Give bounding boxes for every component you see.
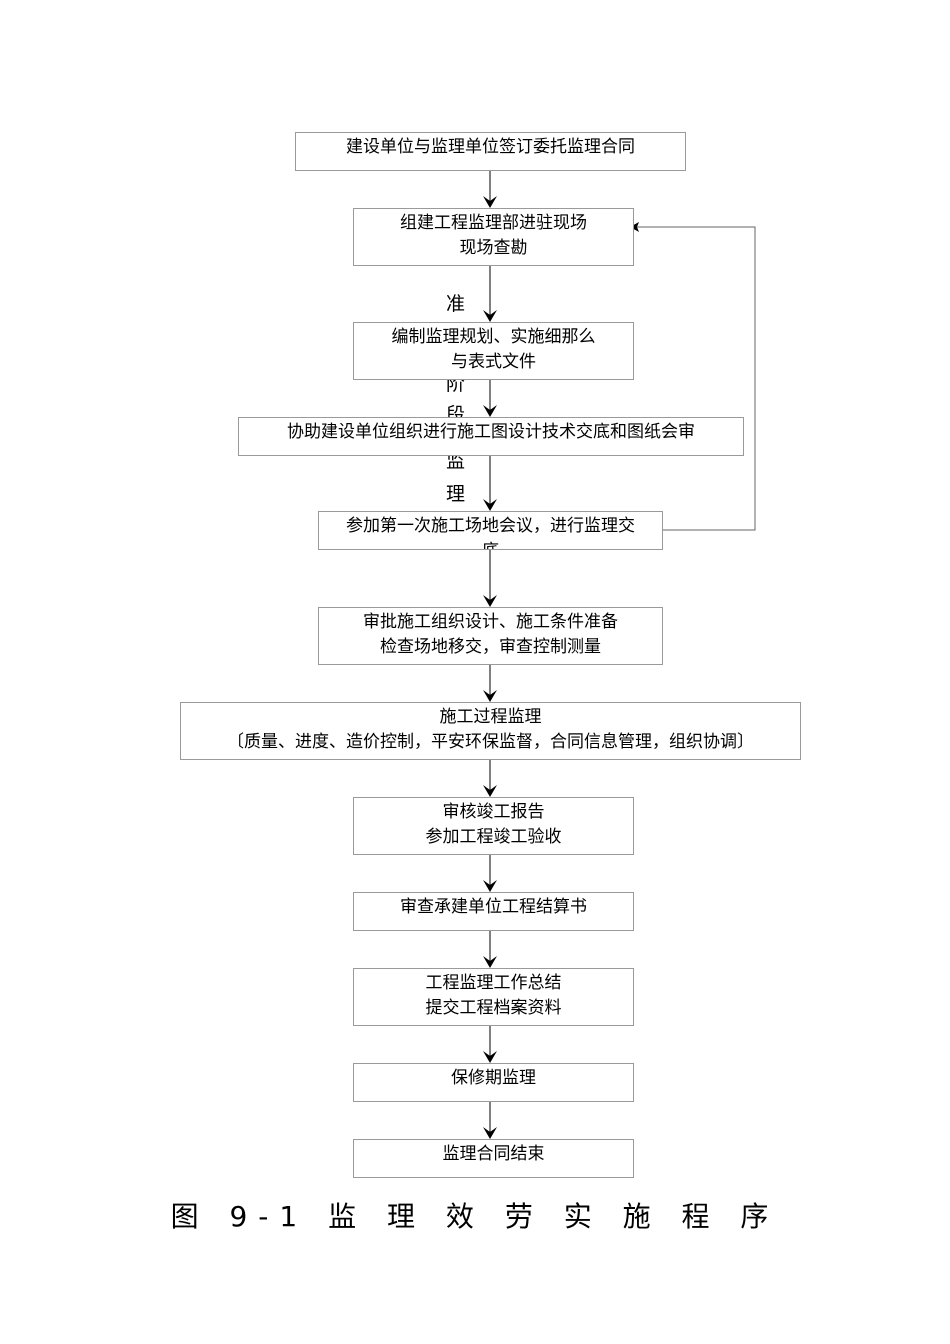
step-2-setup-site-office: 组建工程监理部进驻现场 现场查勘: [353, 208, 634, 266]
connector-arrowhead-8: [483, 880, 497, 892]
step-7-line-1: 施工过程监理: [439, 707, 542, 727]
connector-arrowhead-10: [483, 1051, 497, 1063]
step-8-line-1: 审核竣工报告: [442, 802, 545, 822]
step-11-line-1: 保修期监理: [451, 1068, 536, 1088]
connector-arrowhead-9: [483, 956, 497, 968]
step-9-line-1: 审查承建单位工程结算书: [400, 897, 587, 917]
step-6-line-2: 检查场地移交，审查控制测量: [380, 637, 601, 657]
side-label-char-1: 准: [446, 293, 466, 315]
connector-arrowhead-11: [483, 1127, 497, 1139]
step-1-sign-contract: 建设单位与监理单位签订委托监理合同: [295, 132, 686, 171]
connector-arrowhead-4: [483, 499, 497, 511]
step-3-line-1: 编制监理规划、实施细那么: [391, 327, 596, 347]
step-2-line-2: 现场查勘: [459, 238, 528, 258]
figure-caption: 图 9-1 监 理 效 劳 实 施 程 序: [170, 1200, 780, 1233]
step-10-line-2: 提交工程档案资料: [425, 998, 562, 1018]
step-11-warranty-supervision: 保修期监理: [353, 1063, 634, 1102]
step-8-line-2: 参加工程竣工验收: [425, 827, 562, 847]
step-4-line-1: 协助建设单位组织进行施工图设计技术交底和图纸会审: [287, 422, 695, 442]
down-arrows: [483, 171, 497, 1139]
step-3-prepare-plan: 编制监理规划、实施细那么 与表式文件: [353, 322, 634, 380]
step-7-construction-supervision: 施工过程监理 〔质量、进度、造价控制，平安环保监督，合同信息管理，组织协调〕: [180, 702, 801, 760]
connector-arrowhead-6: [483, 690, 497, 702]
connector-arrowhead-7: [483, 785, 497, 797]
step-12-contract-end: 监理合同结束: [353, 1139, 634, 1178]
step-5-first-site-meeting: 参加第一次施工场地会议，进行监理交 底: [318, 511, 663, 550]
connector-arrowhead-5: [483, 595, 497, 607]
step-3-line-2: 与表式文件: [451, 352, 536, 372]
step-6-line-1: 审批施工组织设计、施工条件准备: [363, 612, 618, 632]
feedback-loop-arrowhead: [630, 222, 639, 232]
connector-arrowhead-1: [483, 196, 497, 208]
step-10-line-1: 工程监理工作总结: [425, 973, 562, 993]
step-12-line-1: 监理合同结束: [442, 1144, 545, 1164]
side-label-char-5: 理: [446, 483, 466, 505]
step-7-line-2: 〔质量、进度、造价控制，平安环保监督，合同信息管理，组织协调〕: [227, 732, 754, 752]
step-5-line-2: 底: [319, 539, 662, 549]
step-8-completion-acceptance: 审核竣工报告 参加工程竣工验收: [353, 797, 634, 855]
connector-arrowhead-3: [483, 405, 497, 417]
step-1-line-1: 建设单位与监理单位签订委托监理合同: [346, 137, 635, 157]
step-10-summary-archive: 工程监理工作总结 提交工程档案资料: [353, 968, 634, 1026]
feedback-loop-line: [633, 226, 756, 531]
step-2-line-1: 组建工程监理部进驻现场: [400, 213, 587, 233]
step-5-line-1: 参加第一次施工场地会议，进行监理交: [346, 516, 635, 536]
step-4-design-review: 协助建设单位组织进行施工图设计技术交底和图纸会审: [238, 417, 744, 456]
step-9-final-accounts: 审查承建单位工程结算书: [353, 892, 634, 931]
step-6-approve-construction-plan: 审批施工组织设计、施工条件准备 检查场地移交，审查控制测量: [318, 607, 663, 665]
connector-arrowhead-2: [483, 310, 497, 322]
